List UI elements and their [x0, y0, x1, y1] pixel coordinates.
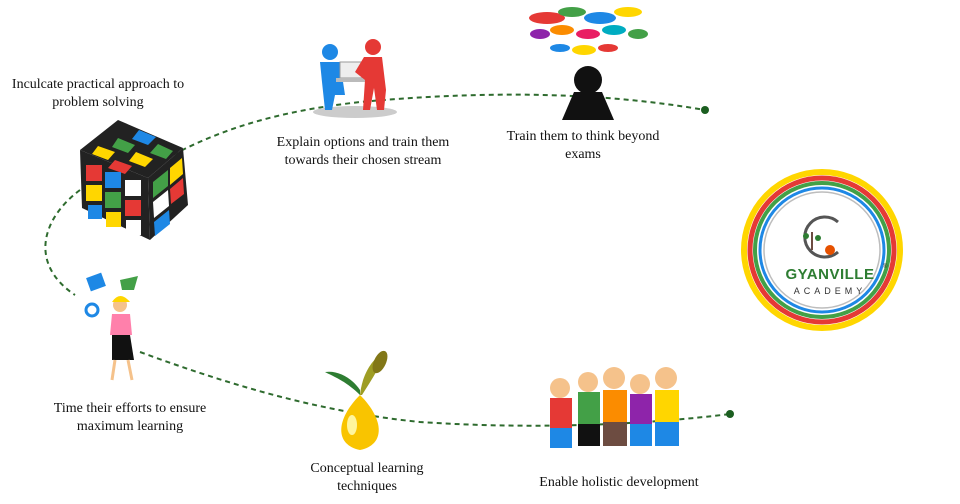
kids-group-icon	[550, 367, 679, 448]
step-label-time-efforts: Time their efforts to ensure maximum lea…	[53, 401, 207, 434]
step-label-problem-solving: Inculcate practical approach to problem …	[11, 77, 185, 110]
thinking-head-icon	[529, 7, 648, 120]
upper-dashed-path	[149, 93, 706, 169]
step-label-holistic-development: Enable holistic development	[539, 475, 699, 490]
upper-path-endpoint	[701, 106, 709, 114]
logo-name: GYANVILLE	[785, 266, 875, 283]
step-label-conceptual-learning: Conceptual learning techniques	[310, 461, 424, 494]
sprout-drop-icon	[325, 350, 388, 450]
lower-path-endpoint	[726, 410, 734, 418]
gyanville-logo	[741, 169, 903, 331]
computer-training-icon	[313, 39, 397, 118]
rubiks-cube-icon	[80, 120, 188, 240]
step-label-think-beyond-exams: Train them to think beyond exams	[506, 129, 660, 162]
logo-subtitle: ACADEMY	[793, 286, 867, 296]
juggling-woman-icon	[84, 272, 138, 381]
step-label-chosen-stream: Explain options and train them towards t…	[276, 135, 450, 168]
left-dashed-path	[44, 189, 81, 296]
logo-registered-mark: ®	[883, 264, 888, 270]
